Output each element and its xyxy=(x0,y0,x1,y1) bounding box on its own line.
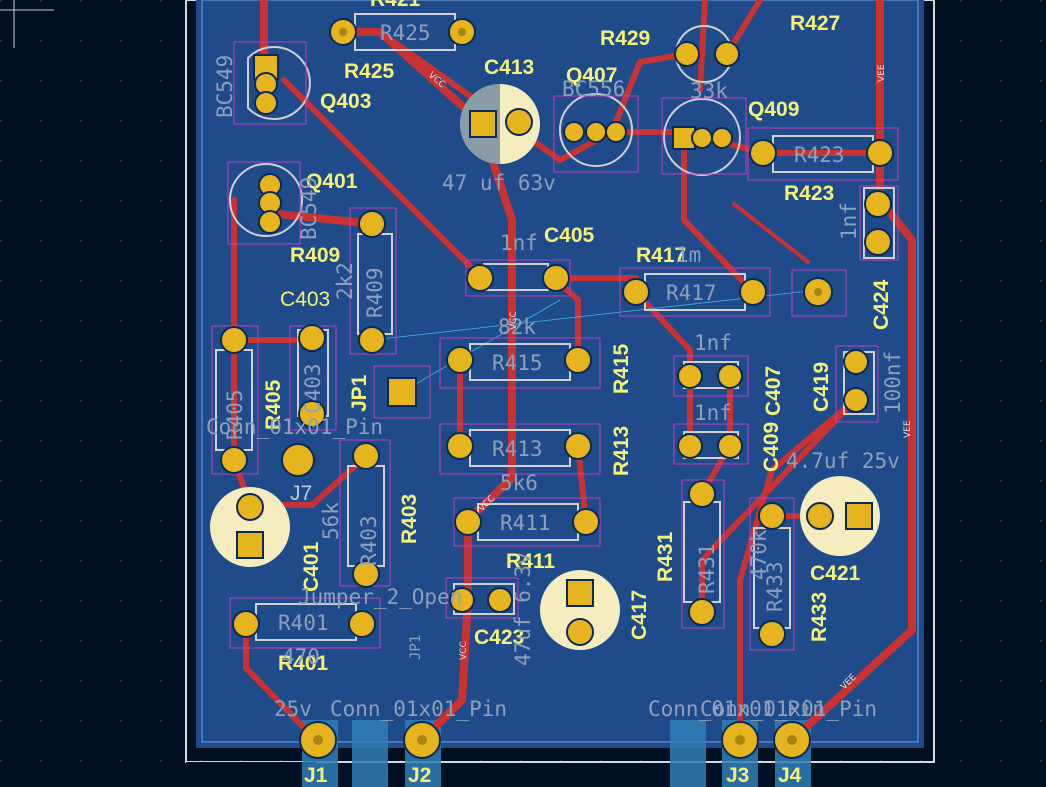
ref-r405: R405 xyxy=(262,379,285,430)
value-1nf-c407: 1nf xyxy=(694,331,732,355)
ref-r423: R423 xyxy=(784,182,834,205)
ref-j3: J3 xyxy=(726,764,749,787)
ref-r411: R411 xyxy=(506,550,555,573)
value-1m: 1m xyxy=(676,243,701,267)
net-vee-mid: VEE xyxy=(903,420,913,438)
ref-q407: Q407 xyxy=(566,64,617,87)
fab-r425: R425 xyxy=(380,21,431,45)
fab-r411: R411 xyxy=(500,511,551,535)
ref-c409: C409 xyxy=(760,422,783,472)
value-47uf-63v: 47 uf 63v xyxy=(442,171,556,195)
ref-r421: R421 xyxy=(370,0,421,11)
fab-r431: R431 xyxy=(695,543,719,594)
value-33k: 33k xyxy=(690,79,728,103)
net-vcc-bottom: VCC xyxy=(459,641,469,660)
fab-r423: R423 xyxy=(794,143,845,167)
fab-r433: R433 xyxy=(763,561,787,612)
ref-c424: C424 xyxy=(870,279,893,330)
value-conn-j2: Conn_01x01_Pin xyxy=(330,697,507,721)
ref-r427: R427 xyxy=(790,12,840,35)
value-jumper: Jumper_2_Open xyxy=(298,585,462,609)
pad-group[interactable] xyxy=(220,18,894,759)
ref-c403: C403 xyxy=(280,288,330,311)
value-470k: 470k xyxy=(747,529,771,580)
value-4.7uf-25v: 4.7uf 25v xyxy=(786,449,900,473)
ref-r415: R415 xyxy=(610,343,633,394)
pads[interactable] xyxy=(220,18,894,759)
pad-drills xyxy=(313,28,822,745)
ref-r417: R417 xyxy=(636,244,686,267)
value-1nf-c405: 1nf xyxy=(500,231,538,255)
fab-r409: R409 xyxy=(363,267,387,318)
ref-r403: R403 xyxy=(398,494,421,544)
c421-body xyxy=(800,476,880,556)
ref-j4: J4 xyxy=(778,764,802,787)
ref-c405: C405 xyxy=(544,224,595,247)
q403-body xyxy=(247,46,311,120)
value-100nf: 100nf xyxy=(881,351,905,414)
fab-refs: R425 R409 R417 R423 R405 R415 R413 R403 … xyxy=(223,21,845,660)
ref-j1: J1 xyxy=(304,764,328,787)
net-vcc-mid: VCC xyxy=(509,311,519,330)
fab-r403: R403 xyxy=(357,515,381,566)
c401-body xyxy=(210,487,290,567)
c424-body xyxy=(863,187,895,259)
fab-r417: R417 xyxy=(666,281,717,305)
value-1nf-c409: 1nf xyxy=(694,401,732,425)
value-56k: 56k xyxy=(319,502,343,540)
ref-c413: C413 xyxy=(484,56,534,79)
fab-r415: R415 xyxy=(492,351,543,375)
ref-c421: C421 xyxy=(810,562,861,585)
value-2k2: 2k2 xyxy=(333,262,357,300)
fab-r405: R405 xyxy=(223,389,247,440)
ref-q409: Q409 xyxy=(748,98,799,121)
ref-r429: R429 xyxy=(600,27,650,50)
q401-body xyxy=(229,163,303,237)
net-vee-top: VEE xyxy=(877,64,887,82)
ref-r413: R413 xyxy=(610,426,633,476)
fab-r413: R413 xyxy=(492,437,543,461)
ref-r431: R431 xyxy=(654,531,677,582)
value-conn-j3: Conn_01x01_Pin xyxy=(648,697,825,721)
c417-body xyxy=(540,570,620,650)
board-notch xyxy=(186,762,316,787)
value-470: 470 xyxy=(282,645,320,669)
value-5k6: 5k6 xyxy=(500,471,538,495)
q407-body xyxy=(559,93,633,167)
value-82k: 82k xyxy=(498,315,536,339)
value-1nf-c424: 1nf xyxy=(837,202,861,240)
ref-r401: R401 xyxy=(278,652,329,675)
ref-q401: Q401 xyxy=(306,170,358,193)
ref-c417: C417 xyxy=(628,590,651,640)
ref-j2: J2 xyxy=(408,764,431,787)
ref-jp1: JP1 xyxy=(348,374,371,412)
fab-r401: R401 xyxy=(278,611,329,635)
ref-r409: R409 xyxy=(290,244,340,267)
q409-body xyxy=(663,98,741,176)
value-47uf-6.3v: 47uf 6.3v xyxy=(511,552,535,666)
ref-c423: C423 xyxy=(474,626,524,649)
fab-values: BC549 BC549 BC556 33k 47 uf 63v 1nf 1nf … xyxy=(206,55,905,721)
zone-outline xyxy=(201,0,919,743)
value-bc549-q403: BC549 xyxy=(213,55,237,118)
value-conn-j7: Conn_01x01_Pin xyxy=(206,415,383,439)
capacitor-bodies xyxy=(210,84,895,650)
value-bc556: BC556 xyxy=(562,77,625,101)
silkscreen-refs: R421 R425 C413 R429 Q407 R427 Q403 Q409 … xyxy=(262,0,893,787)
value-bc549-q401: BC549 xyxy=(297,177,321,240)
ref-c407: C407 xyxy=(762,366,785,416)
ref-r433: R433 xyxy=(808,592,831,642)
value-25v: 25v xyxy=(274,697,312,721)
fab-c403: C403 xyxy=(301,363,325,414)
ref-j7: J7 xyxy=(290,482,312,505)
value-conn-j4: Conn_01x01_Pin xyxy=(700,697,877,721)
ref-q403: Q403 xyxy=(320,90,371,113)
board-edge-cut xyxy=(185,0,935,763)
ref-r425: R425 xyxy=(344,60,395,83)
crosshair-cursor xyxy=(0,0,54,48)
fab-jp1: JP1 xyxy=(408,635,424,660)
ref-c419: C419 xyxy=(810,362,833,412)
ref-c401: C401 xyxy=(300,541,323,592)
